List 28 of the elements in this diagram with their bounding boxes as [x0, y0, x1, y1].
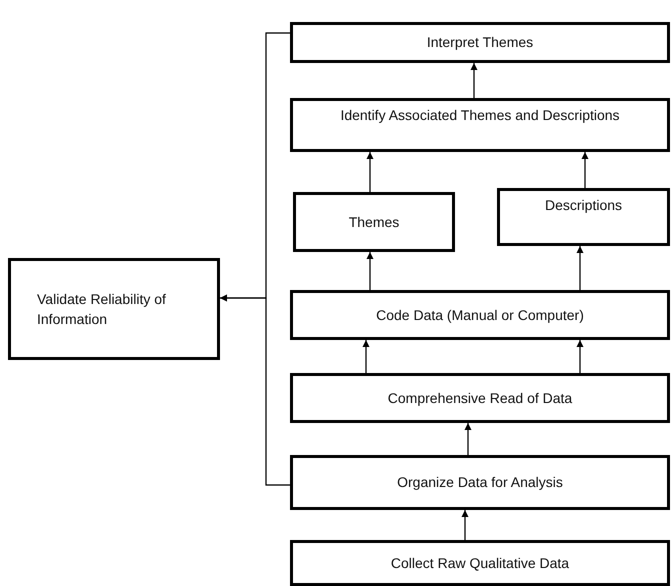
box-label: Interpret Themes [426, 33, 534, 52]
process-box [290, 22, 670, 63]
process-box [293, 192, 455, 252]
arrow [582, 152, 588, 188]
arrow [576, 340, 584, 373]
process-box [8, 258, 220, 360]
process-box [290, 455, 670, 510]
arrow [220, 294, 290, 486]
arrow [462, 510, 468, 540]
box-label: Validate Reliability of Information [37, 290, 167, 329]
arrow [366, 152, 374, 192]
arrow [470, 63, 478, 98]
box-label: Identify Associated Themes and Descriptions [340, 106, 620, 125]
box-label: Comprehensive Read of Data [388, 388, 572, 408]
process-box [290, 290, 670, 340]
box-label: Code Data (Manual or Computer) [376, 306, 584, 325]
box-label: Organize Data for Analysis [397, 473, 563, 492]
arrow [464, 423, 472, 455]
arrow [576, 246, 584, 290]
process-box [497, 188, 670, 246]
box-label: Collect Raw Qualitative Data [390, 554, 570, 573]
process-box [290, 373, 670, 423]
box-label: Themes [348, 212, 400, 232]
arrow [366, 252, 374, 290]
box-label: Descriptions [544, 196, 622, 215]
process-box [290, 98, 670, 152]
process-box [290, 540, 670, 586]
arrow [362, 340, 370, 373]
